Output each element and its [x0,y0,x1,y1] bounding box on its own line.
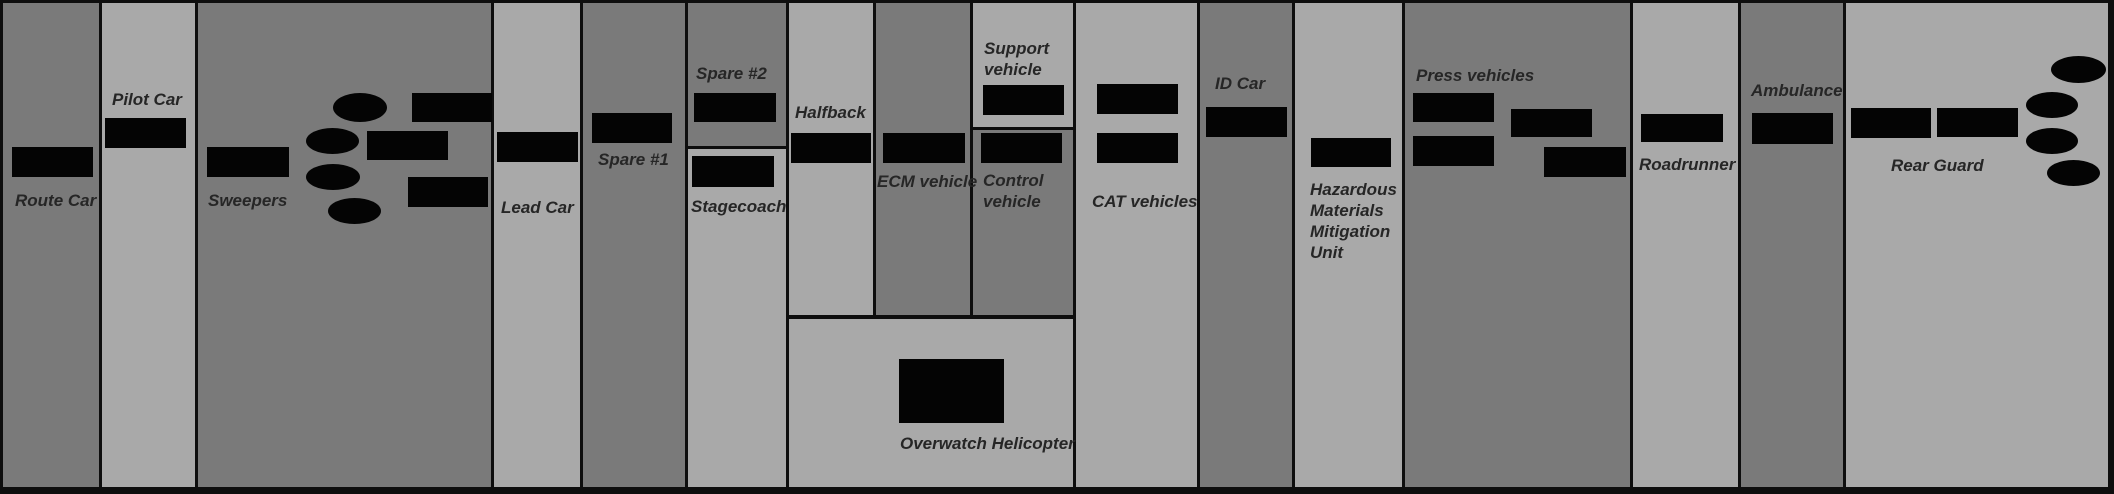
label-halfback: Halfback [795,103,866,122]
car-icon-cat-1 [1097,84,1178,114]
lane-stagecoach [688,149,786,487]
lane-route-car [3,3,99,487]
car-icon-pilot-car [105,118,186,148]
car-icon-stagecoach [692,156,774,187]
lane-roadrunner [1633,3,1738,487]
car-icon-cat-2 [1097,133,1178,163]
car-icon-halfback [791,133,871,163]
label-stagecoach: Stagecoach [691,197,787,216]
lane-pilot-car [102,3,195,487]
lane-hazmat-unit [1295,3,1402,487]
label-roadrunner: Roadrunner [1639,155,1736,174]
car-icon-rear-guard-1 [1851,108,1931,138]
lane-cat-vehicles [1076,3,1197,487]
lane-ambulance [1741,3,1843,487]
label-spare-1: Spare #1 [598,150,669,169]
motorcycle-icon-rear-guard-2 [2026,92,2078,118]
label-ambulance: Ambulance [1751,81,1843,100]
helicopter-icon-overwatch [899,359,1004,423]
car-icon-control-vehicle [981,133,1062,163]
label-ecm-vehicle: ECM vehicle [877,172,978,191]
label-sweepers: Sweepers [208,191,288,210]
label-hazmat-unit: Hazardous Materials Mitigation Unit [1310,180,1397,262]
car-icon-support-vehicle [983,85,1064,115]
car-icon-sweepers-3 [367,131,448,160]
lane-lead-car [494,3,580,487]
label-cat-vehicles: CAT vehicles [1092,192,1198,211]
motorcycle-icon-sweepers-4 [328,198,381,224]
car-icon-hazmat [1311,138,1391,167]
motorcycle-icon-sweepers-1 [333,93,387,122]
label-lead-car: Lead Car [501,198,574,217]
car-icon-spare-2 [694,93,776,122]
car-icon-id-car [1206,107,1287,137]
label-pilot-car: Pilot Car [112,90,182,109]
lane-press-vehicles [1405,3,1630,487]
lane-sweepers [198,3,491,487]
label-press-vehicles: Press vehicles [1416,66,1535,85]
label-route-car: Route Car [15,191,97,210]
car-icon-route-car [12,147,93,177]
lane-spare-1 [583,3,685,487]
lane-rear-guard [1846,3,2108,487]
motorcycle-icon-sweepers-3 [306,164,360,190]
motorcycle-icon-rear-guard-1 [2051,56,2106,83]
label-spare-2: Spare #2 [696,64,767,83]
car-icon-press-3 [1413,136,1494,166]
motorcycle-icon-rear-guard-3 [2026,128,2078,154]
label-support-vehicle: Support vehicle [984,39,1050,79]
lane-id-car [1200,3,1292,487]
label-control-vehicle: Control vehicle [983,171,1044,211]
car-icon-sweepers-2 [412,93,492,122]
car-icon-press-4 [1544,147,1626,177]
car-icon-sweepers-4 [408,177,488,207]
car-icon-spare-1 [592,113,672,143]
car-icon-ecm-vehicle [883,133,965,163]
car-icon-sweepers-1 [207,147,289,177]
car-icon-lead-car [497,132,578,162]
motorcycle-icon-rear-guard-4 [2047,160,2100,186]
label-rear-guard: Rear Guard [1891,156,1984,175]
car-icon-rear-guard-2 [1937,108,2018,137]
car-icon-press-2 [1511,109,1592,137]
label-id-car: ID Car [1215,74,1266,93]
lane-spare-2 [688,3,786,146]
car-icon-press-1 [1413,93,1494,122]
label-overwatch-helicopter: Overwatch Helicopter [900,434,1075,453]
car-icon-roadrunner [1641,114,1723,142]
car-icon-ambulance [1752,113,1833,144]
motorcycle-icon-sweepers-2 [306,128,359,154]
